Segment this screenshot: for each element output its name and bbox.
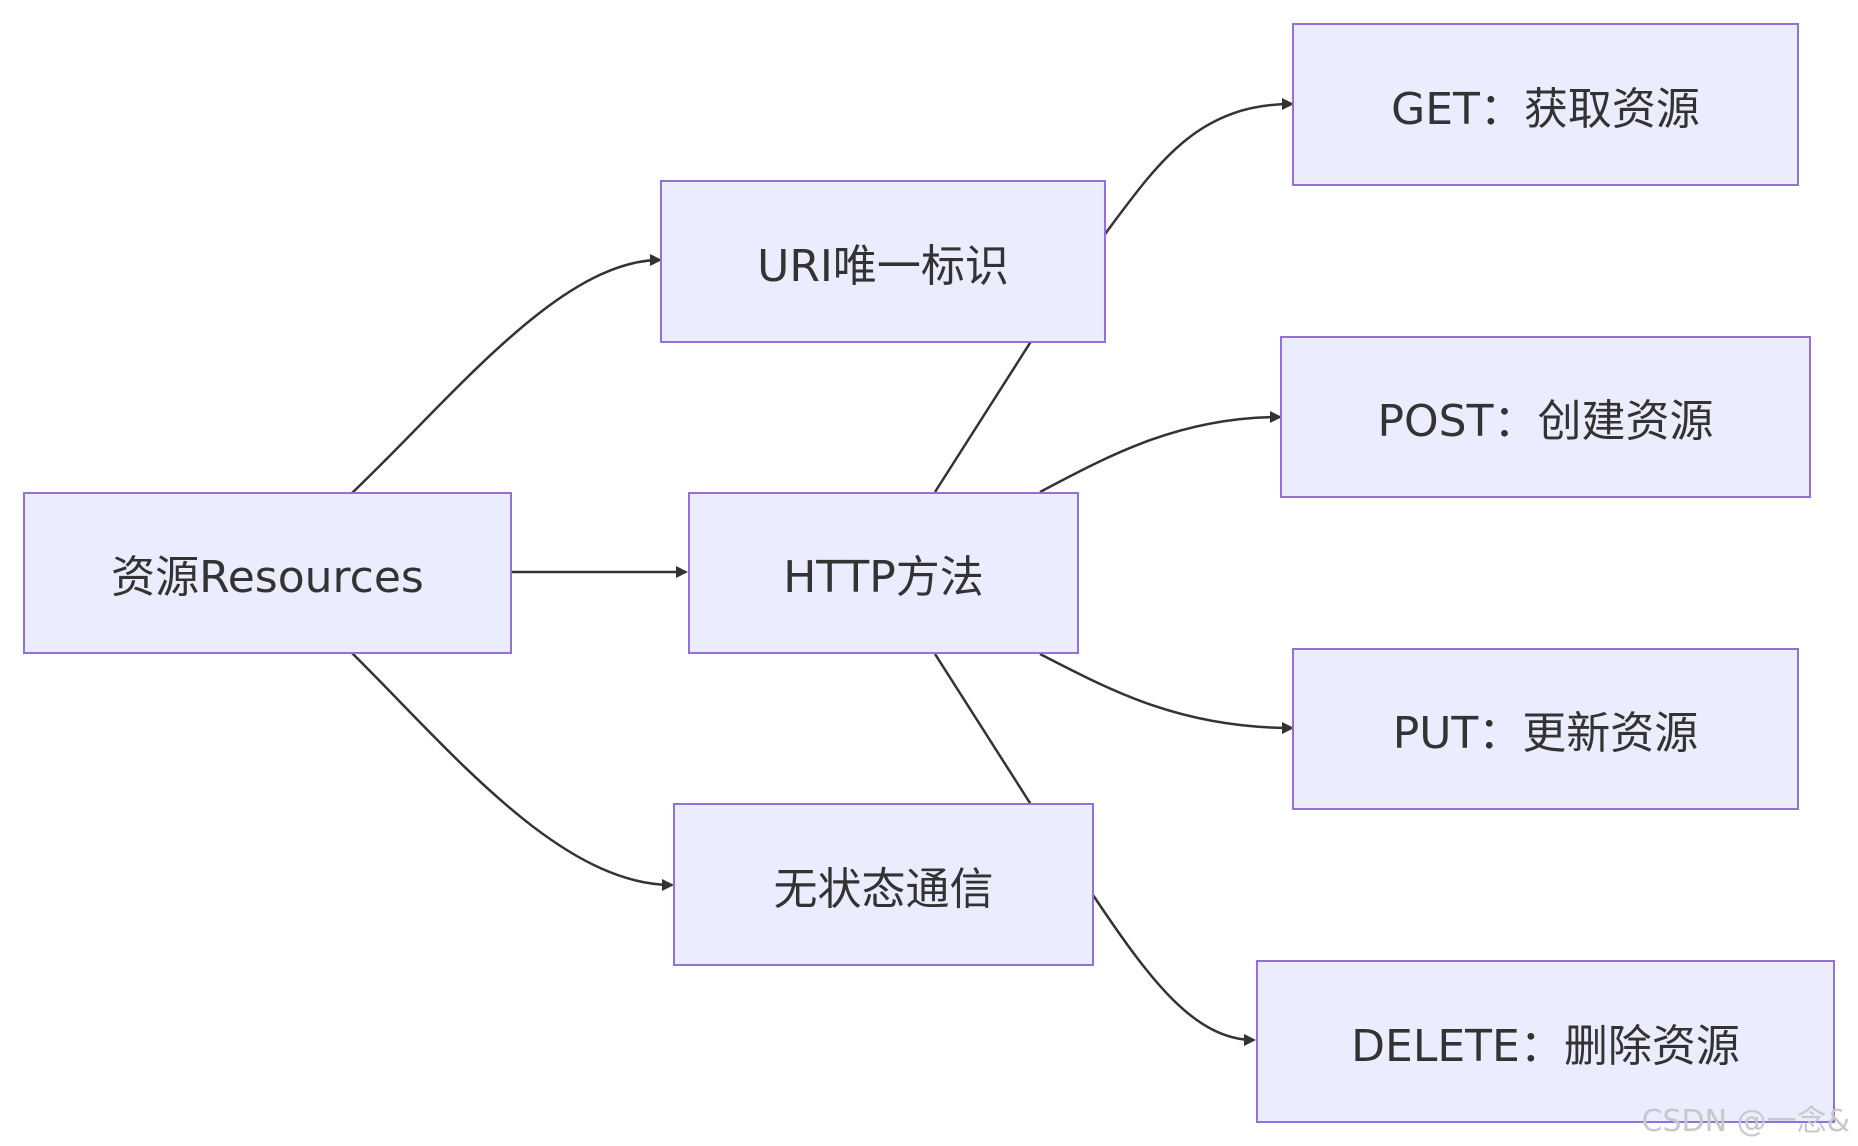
edge-http-put	[1039, 652, 1294, 734]
edge-uri-get	[933, 98, 1294, 493]
node-get: GET：获取资源	[1292, 23, 1799, 186]
edge-stateless-delete	[933, 653, 1256, 1046]
node-uri: URI唯一标识	[660, 180, 1106, 343]
node-put: PUT：更新资源	[1292, 648, 1799, 810]
node-put-label: PUT：更新资源	[1392, 708, 1699, 759]
node-http-label: HTTP方法	[783, 552, 984, 603]
edge-resources-stateless	[351, 652, 674, 891]
node-resources-label: 资源Resources	[111, 552, 424, 603]
edge-http-post	[1039, 411, 1282, 494]
node-post-label: POST：创建资源	[1377, 396, 1714, 447]
edge-resources-uri	[351, 254, 662, 494]
node-http: HTTP方法	[688, 492, 1079, 654]
node-uri-label: URI唯一标识	[757, 240, 1009, 292]
node-stateless: 无状态通信	[673, 803, 1094, 966]
csdn-watermark: CSDN @一念&	[1641, 1104, 1850, 1139]
node-delete-label: DELETE：删除资源	[1351, 1020, 1740, 1072]
node-resources: 资源Resources	[23, 492, 512, 654]
node-delete: DELETE：删除资源	[1256, 960, 1835, 1123]
node-post: POST：创建资源	[1280, 336, 1811, 498]
node-stateless-label: 无状态通信	[773, 863, 994, 915]
node-get-label: GET：获取资源	[1391, 83, 1700, 135]
